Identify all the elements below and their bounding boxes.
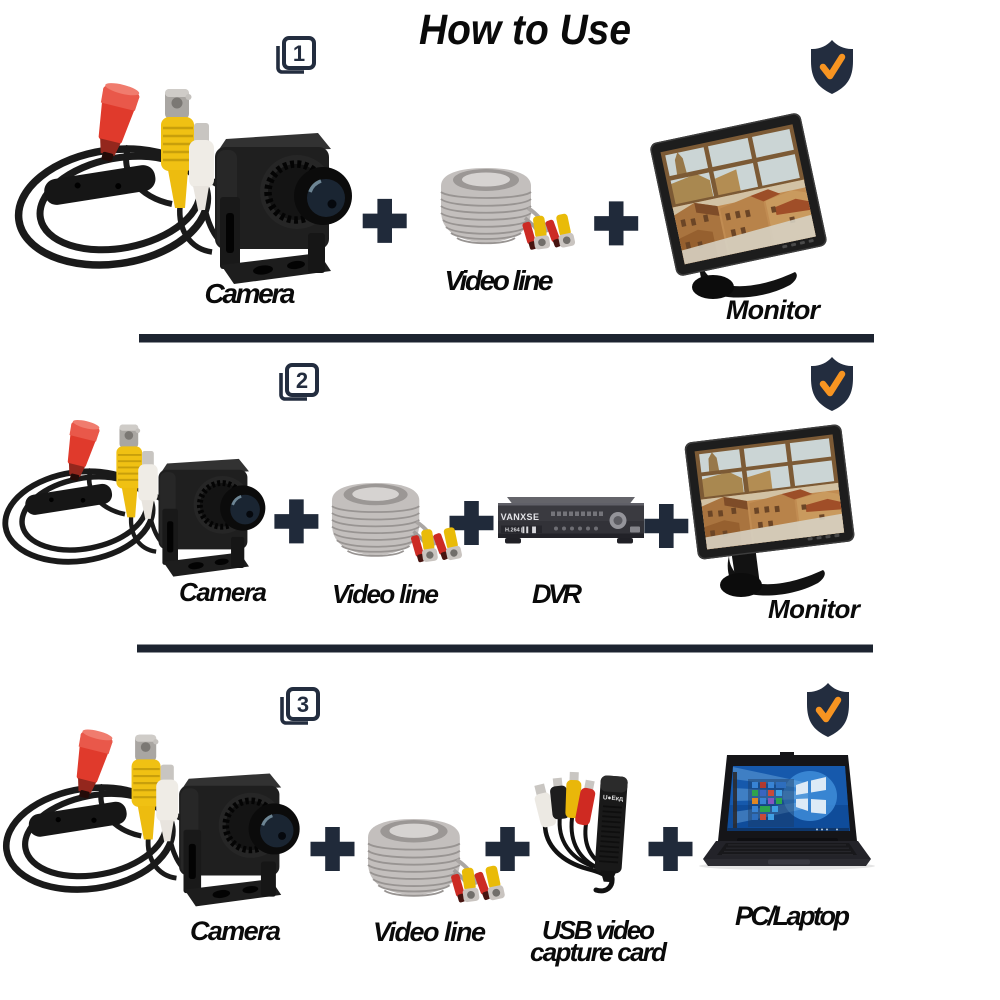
svg-text:VANXSE: VANXSE — [501, 512, 540, 522]
svg-text:2: 2 — [296, 368, 308, 393]
svg-text:DVR: DVR — [532, 579, 583, 609]
svg-text:3: 3 — [297, 692, 309, 717]
svg-text:H.264 |▌▌▐▌: H.264 |▌▌▐▌ — [505, 527, 538, 534]
svg-text:Monitor: Monitor — [726, 295, 821, 325]
svg-text:U●Eкд: U●Eкд — [603, 794, 624, 802]
svg-text:capture card: capture card — [530, 937, 668, 967]
svg-text:Camera: Camera — [190, 916, 281, 946]
svg-text:USB video: USB video — [542, 915, 655, 945]
svg-text:Video line: Video line — [373, 917, 486, 947]
svg-text:Camera: Camera — [179, 577, 267, 607]
svg-text:How to Use: How to Use — [419, 6, 631, 54]
svg-text:Video line: Video line — [332, 579, 439, 609]
svg-text:Camera: Camera — [205, 278, 296, 309]
svg-text:1: 1 — [293, 41, 305, 66]
svg-text:Video line: Video line — [445, 265, 554, 296]
svg-text:PC/Laptop: PC/Laptop — [735, 901, 850, 931]
svg-text:Monitor: Monitor — [768, 594, 862, 624]
